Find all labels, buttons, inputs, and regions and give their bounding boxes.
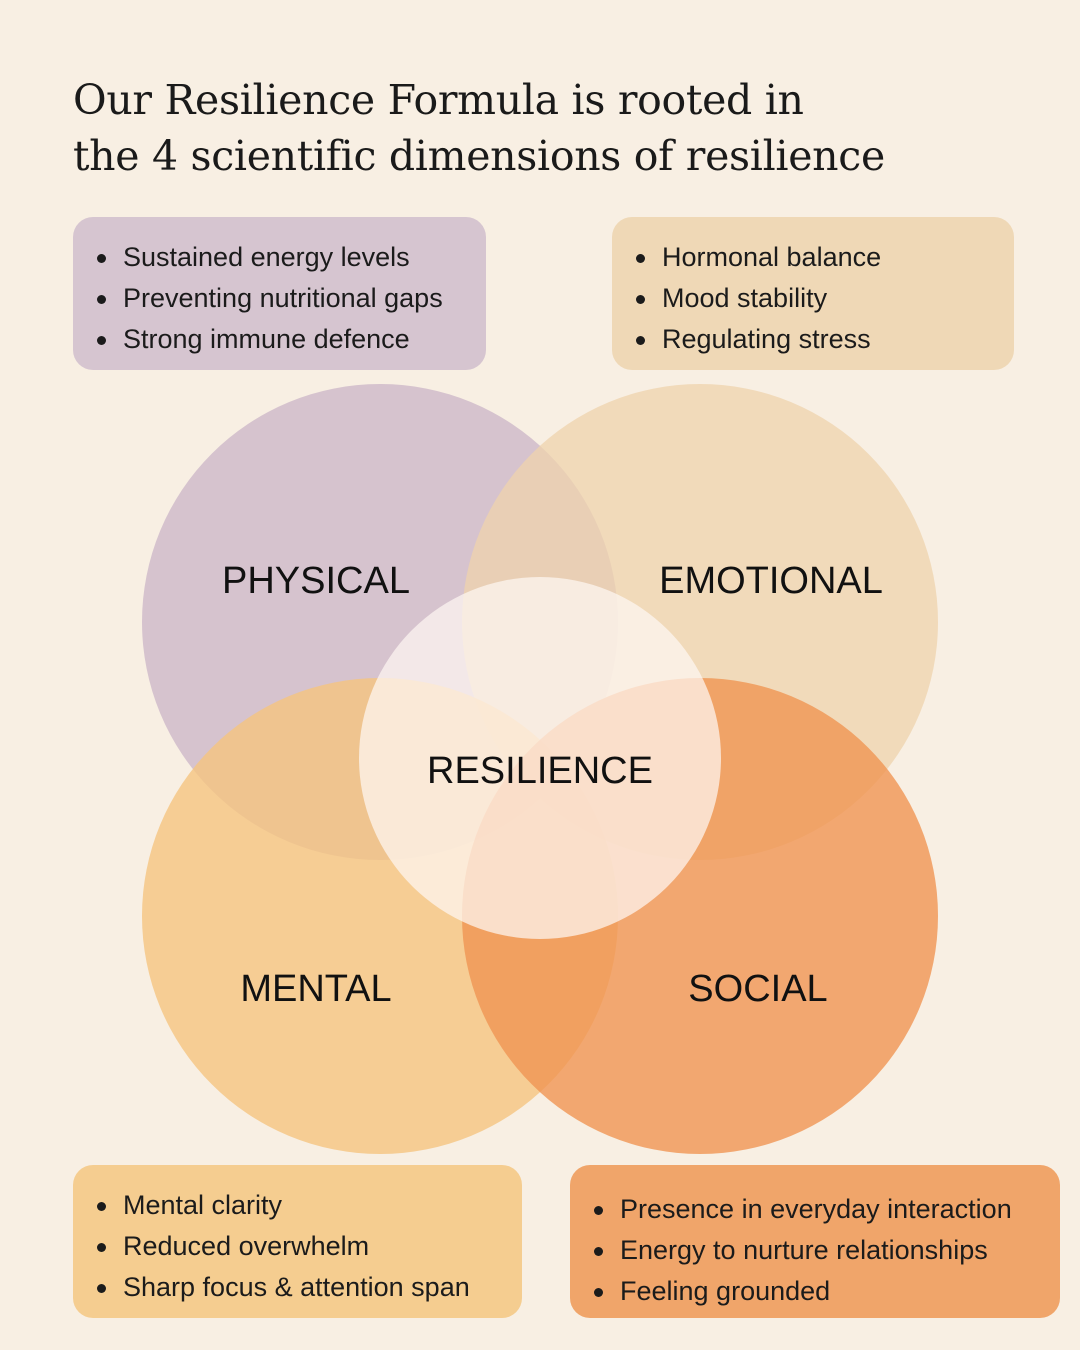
list-item: Presence in everyday interaction (592, 1189, 1050, 1230)
list-item: Preventing nutritional gaps (95, 278, 476, 319)
physical-circle (142, 384, 618, 860)
mental-benefits-card: Mental clarity Reduced overwhelm Sharp f… (73, 1165, 522, 1318)
list-item: Reduced overwhelm (95, 1226, 512, 1267)
physical-label: PHYSICAL (222, 560, 410, 602)
emotional-circle (462, 384, 938, 860)
list-item: Regulating stress (634, 319, 1004, 360)
physical-benefits-list: Sustained energy levels Preventing nutri… (95, 237, 476, 360)
mental-benefits-list: Mental clarity Reduced overwhelm Sharp f… (95, 1185, 512, 1308)
list-item: Mood stability (634, 278, 1004, 319)
emotional-label: EMOTIONAL (659, 560, 883, 602)
emotional-benefits-list: Hormonal balance Mood stability Regulati… (634, 237, 1004, 360)
resilience-label: RESILIENCE (427, 750, 653, 792)
list-item: Hormonal balance (634, 237, 1004, 278)
physical-benefits-card: Sustained energy levels Preventing nutri… (73, 217, 486, 370)
list-item: Strong immune defence (95, 319, 476, 360)
list-item: Mental clarity (95, 1185, 512, 1226)
page-title: Our Resilience Formula is rooted in the … (73, 72, 1013, 184)
social-label: SOCIAL (688, 968, 827, 1010)
social-circle (462, 678, 938, 1154)
list-item: Feeling grounded (592, 1271, 1050, 1312)
list-item: Energy to nurture relationships (592, 1230, 1050, 1271)
resilience-circle (359, 577, 721, 939)
social-benefits-card: Presence in everyday interaction Energy … (570, 1165, 1060, 1318)
list-item: Sustained energy levels (95, 237, 476, 278)
mental-label: MENTAL (240, 968, 391, 1010)
emotional-benefits-card: Hormonal balance Mood stability Regulati… (612, 217, 1014, 370)
page-title-line-2: the 4 scientific dimensions of resilienc… (73, 132, 885, 180)
mental-circle (142, 678, 618, 1154)
social-benefits-list: Presence in everyday interaction Energy … (592, 1189, 1050, 1312)
list-item: Sharp focus & attention span (95, 1267, 512, 1308)
page-title-line-1: Our Resilience Formula is rooted in (73, 76, 804, 124)
